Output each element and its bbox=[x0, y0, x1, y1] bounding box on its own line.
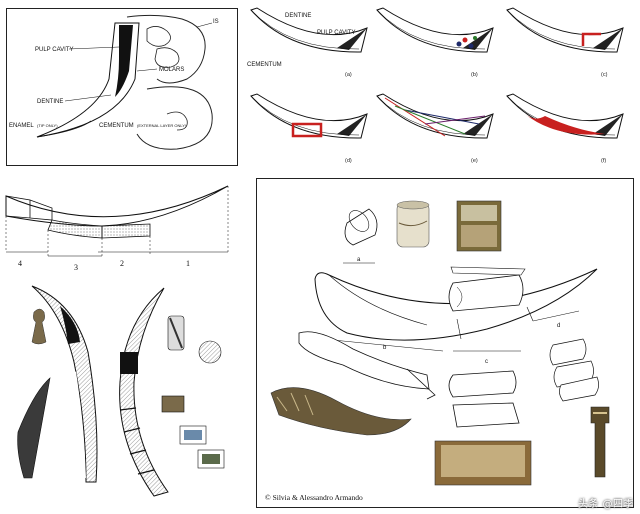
panel-label-c: (c) bbox=[601, 72, 608, 78]
label-enamel-note: (TIP ONLY) bbox=[37, 123, 58, 128]
panel-label-a: (a) bbox=[345, 72, 352, 78]
tusk-section-c bbox=[506, 7, 624, 53]
label-dentine-top: DENTINE bbox=[285, 13, 311, 19]
label-pulp-cavity: PULP CAVITY bbox=[35, 47, 73, 53]
section-label-1: 1 bbox=[186, 259, 190, 268]
panel-label-e: (e) bbox=[471, 158, 478, 164]
cut-label-b: b bbox=[383, 345, 387, 351]
cutting-diagram: a b c d bbox=[270, 200, 610, 486]
panel-label-f: (f) bbox=[601, 158, 606, 164]
objects-diagram bbox=[17, 285, 225, 497]
layers-panel: DENTINE PULP CAVITY CEMENTUM (a) (b) (c)… bbox=[245, 4, 635, 164]
panel-label-d: (d) bbox=[345, 158, 352, 164]
panel-label-b: (b) bbox=[471, 72, 478, 78]
tusk-section-f bbox=[506, 93, 624, 139]
sections-diagram: 4 3 2 1 bbox=[5, 185, 229, 272]
copyright-text: © Silvia & Alessandro Armando bbox=[265, 493, 363, 502]
tusk-section-e bbox=[376, 93, 494, 139]
cut-label-c: c bbox=[485, 359, 488, 365]
watermark: 头条 @四季 bbox=[577, 499, 634, 510]
section-label-3: 3 bbox=[74, 263, 78, 272]
section-label-4: 4 bbox=[18, 259, 22, 268]
cut-label-a: a bbox=[357, 257, 361, 263]
label-pulp-cavity-top: PULP CAVITY bbox=[317, 30, 355, 36]
label-molars: MOLARS bbox=[159, 67, 184, 73]
label-cementum: CEMENTUM bbox=[99, 123, 134, 129]
objects-panel bbox=[4, 282, 240, 508]
sections-panel: 4 3 2 1 bbox=[2, 180, 238, 280]
label-is: IS bbox=[213, 19, 219, 25]
cut-label-d: d bbox=[557, 323, 560, 329]
label-dentine: DENTINE bbox=[37, 99, 63, 105]
label-cementum-note: (EXTERNAL LAYER ONLY) bbox=[137, 123, 187, 128]
label-enamel: ENAMEL bbox=[9, 123, 34, 129]
anatomy-panel: PULP CAVITY MOLARS DENTINE ENAMEL (TIP O… bbox=[6, 8, 238, 166]
layers-diagram: DENTINE PULP CAVITY CEMENTUM (a) (b) (c)… bbox=[247, 7, 624, 164]
cutting-panel: a b c d © Silvia & Alessandro Armando bbox=[256, 178, 634, 508]
anatomy-diagram: PULP CAVITY MOLARS DENTINE ENAMEL (TIP O… bbox=[9, 14, 219, 150]
section-label-2: 2 bbox=[120, 259, 124, 268]
label-cementum-top: CEMENTUM bbox=[247, 62, 282, 68]
tusk-section-b bbox=[376, 7, 494, 53]
tusk-section-d bbox=[250, 93, 368, 139]
